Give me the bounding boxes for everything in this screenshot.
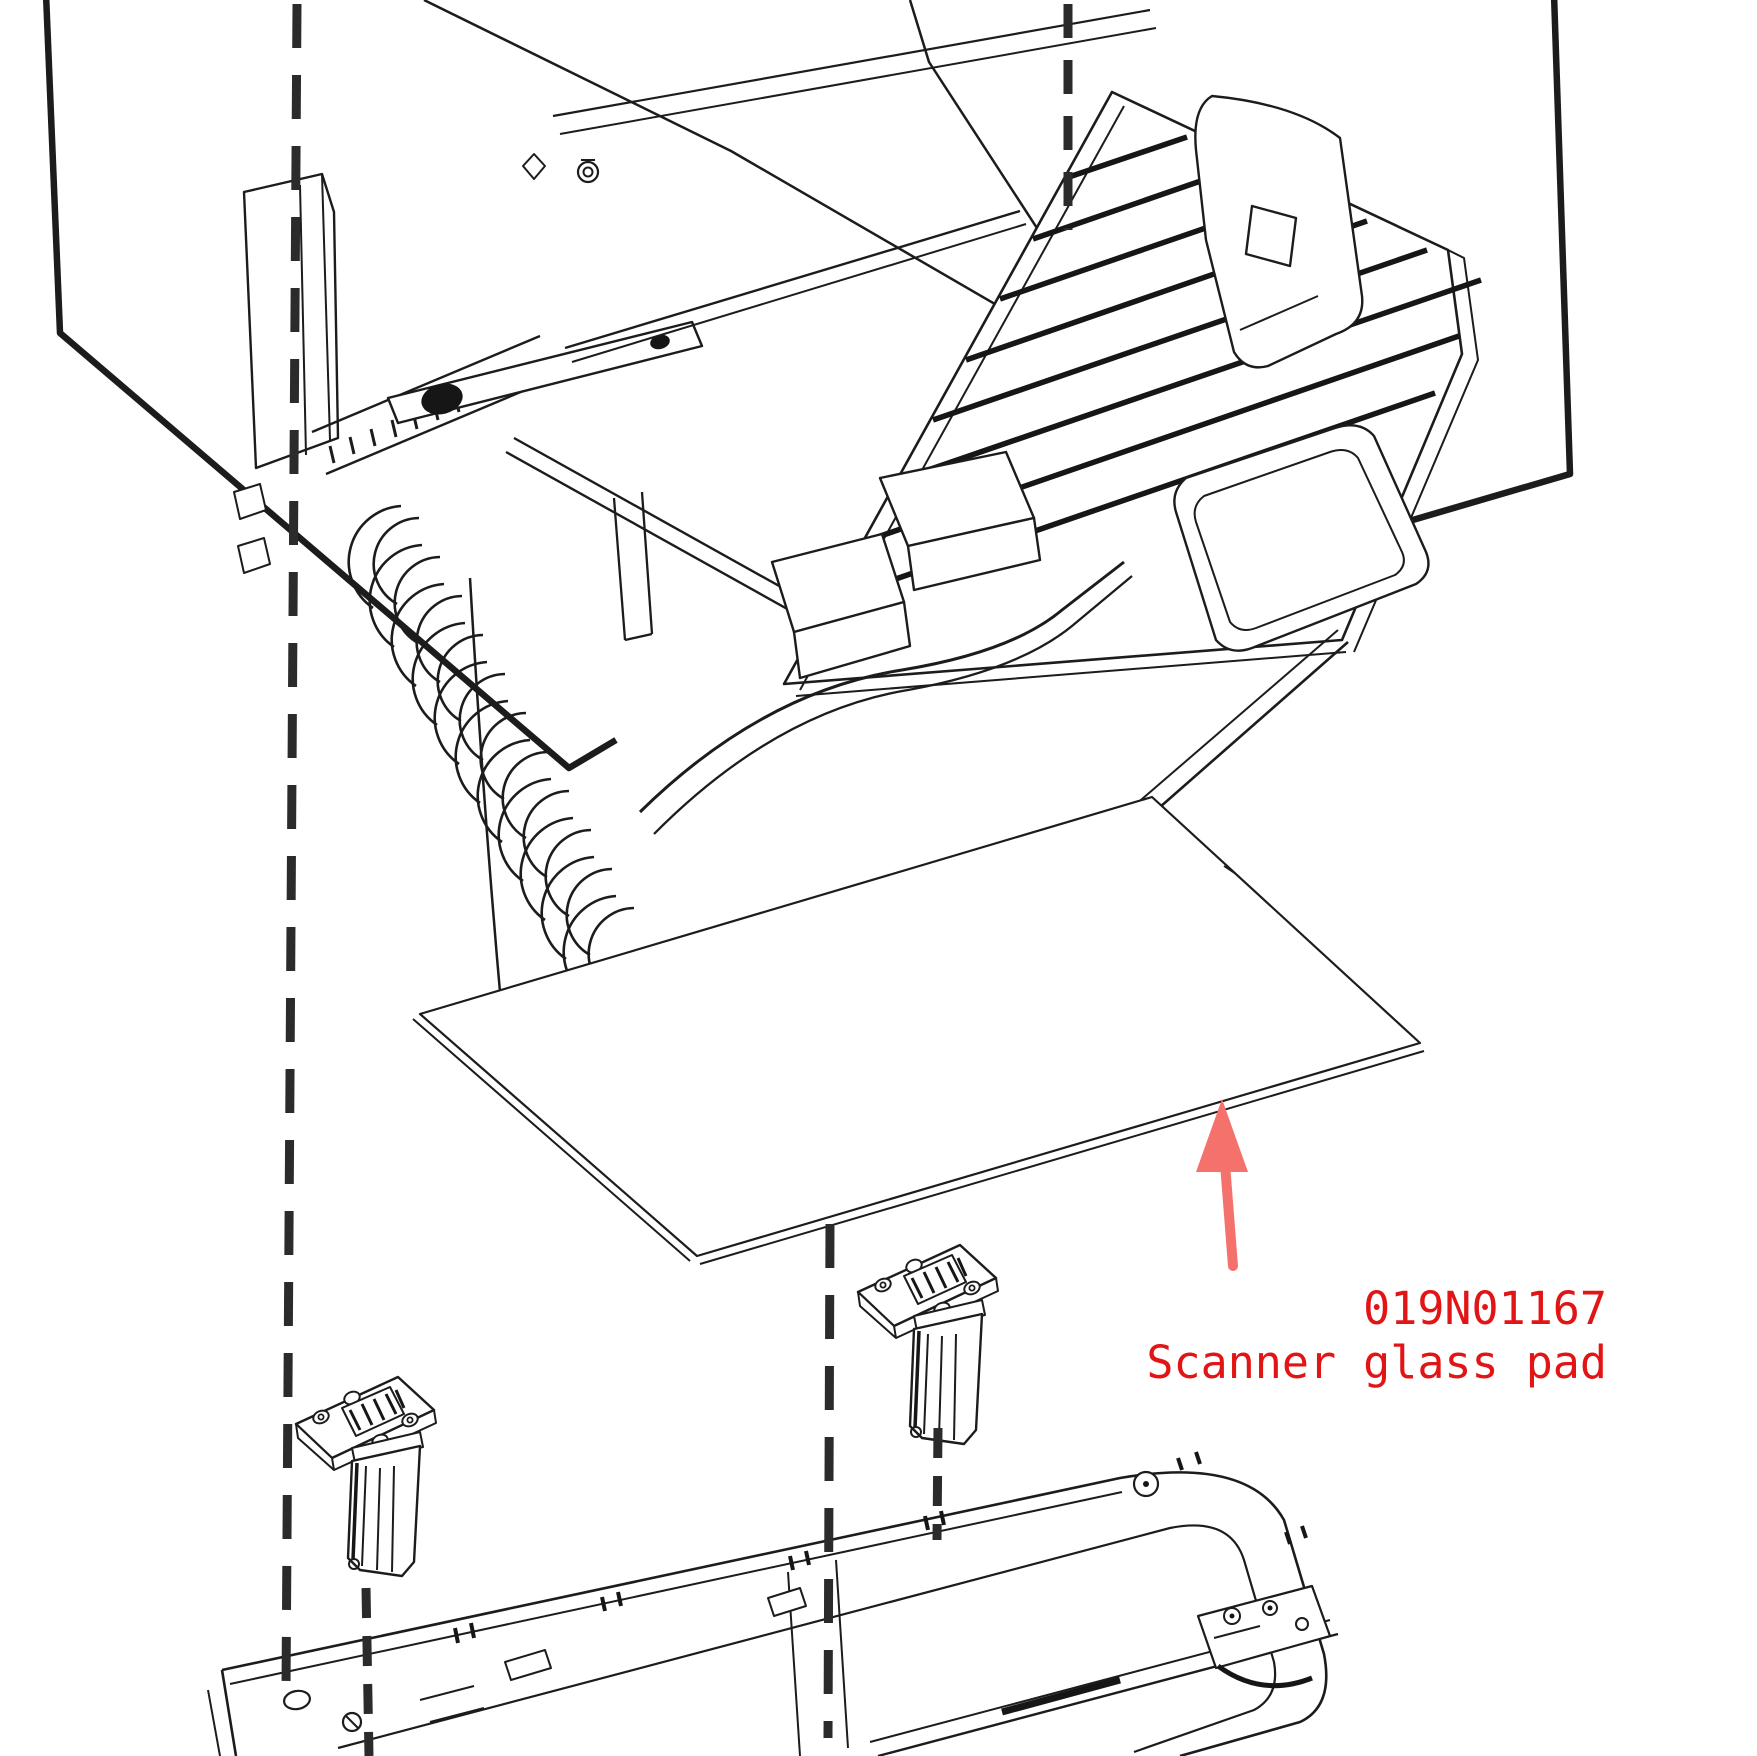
glass-corner-mark [1223, 865, 1237, 875]
part-number: 019N01167 [1363, 1282, 1607, 1335]
alignment-line-center-short [932, 1427, 943, 1541]
tray-pocket [1173, 424, 1430, 652]
alignment-line-left-short [361, 1587, 374, 1756]
arrow-shaft [1220, 1159, 1238, 1271]
part-callout: 019N01167 Scanner glass pad [1146, 1282, 1607, 1390]
base-carriage [869, 1584, 1339, 1756]
arrow-head [1196, 1099, 1248, 1172]
adf-deck-edge [564, 209, 1021, 350]
adf-document-tray [638, 90, 1482, 835]
tray-wedge-b [770, 532, 912, 680]
adf-back-edge [552, 8, 1151, 118]
adf-assembly [233, 0, 1482, 1050]
tray-latch [1194, 94, 1364, 369]
scanner-base [207, 1451, 1339, 1756]
tray-wedge-a [878, 450, 1042, 592]
hinge-left [294, 1375, 438, 1578]
base-rail-clips [453, 1451, 1308, 1644]
base-inner-recess [337, 1524, 1277, 1754]
callout-arrow-icon [1196, 1099, 1248, 1271]
part-name: Scanner glass pad [1146, 1336, 1607, 1389]
base-alignment-hole [283, 1689, 311, 1711]
scanner-glass-plate [412, 795, 1425, 1265]
alignment-line-center [823, 1223, 835, 1739]
adf-left-cap [233, 172, 340, 574]
base-rim-notch [504, 1649, 552, 1681]
adf-screw-parts [522, 153, 600, 184]
base-outer-edge [221, 1471, 1328, 1756]
tray-front-rim [638, 560, 1125, 814]
base-compartment-walls [419, 1559, 849, 1756]
glass-thickness-edge [412, 1018, 1425, 1265]
alignment-guides [281, 3, 1073, 1756]
hinge-right [856, 1243, 1000, 1446]
